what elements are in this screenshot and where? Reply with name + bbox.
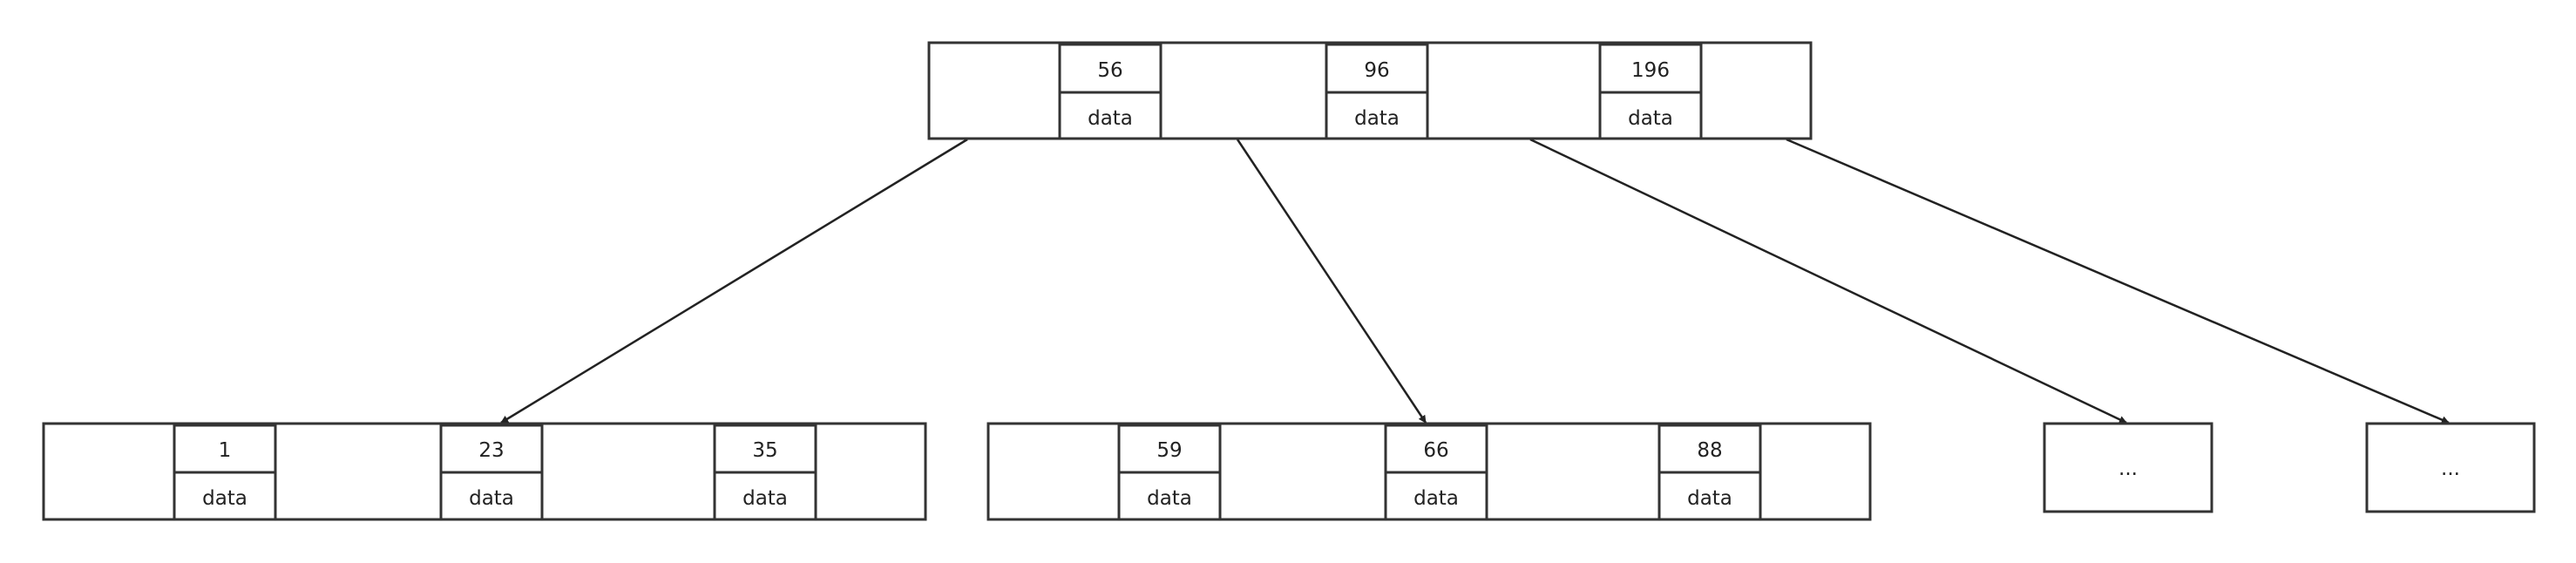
child-1-key-cell-1: 1 data xyxy=(173,424,277,521)
child-1-key-cell-2: 23 data xyxy=(439,424,544,521)
root-key-cell-1: 56 data xyxy=(1058,43,1163,140)
data-label: data xyxy=(742,487,788,510)
ellipsis-label: ... xyxy=(2118,458,2138,480)
data-label: data xyxy=(469,487,514,510)
edge-root-to-child-3 xyxy=(1529,138,2127,424)
data-label: data xyxy=(1088,107,1133,130)
data-label: data xyxy=(1413,487,1459,510)
key-value: 1 xyxy=(219,439,232,462)
key-value: 59 xyxy=(1156,439,1182,462)
edge-root-to-child-1 xyxy=(500,138,968,424)
root-node: 56 data 96 data 196 data xyxy=(927,41,1813,140)
key-value: 196 xyxy=(1631,59,1670,82)
data-label: data xyxy=(202,487,247,510)
child-node-4-frame xyxy=(2365,422,2536,513)
key-value: 56 xyxy=(1097,59,1122,82)
key-value: 23 xyxy=(478,439,504,462)
child-2-key-cell-1: 59 data xyxy=(1117,424,1222,521)
child-1-key-cell-3: 35 data xyxy=(713,424,817,521)
data-label: data xyxy=(1628,107,1673,130)
data-label: data xyxy=(1147,487,1192,510)
child-node-2: 59 data 66 data 88 data xyxy=(986,422,1872,521)
data-label: data xyxy=(1687,487,1732,510)
child-node-1: 1 data 23 data 35 data xyxy=(42,422,927,521)
key-value: 35 xyxy=(752,439,777,462)
child-node-3: ... xyxy=(2043,422,2213,513)
key-value: 88 xyxy=(1697,439,1722,462)
data-label: data xyxy=(1354,107,1400,130)
key-value: 66 xyxy=(1423,439,1448,462)
root-key-cell-3: 196 data xyxy=(1598,43,1703,140)
root-key-cell-2: 96 data xyxy=(1325,43,1429,140)
child-node-3-frame xyxy=(2043,422,2213,513)
child-node-4: ... xyxy=(2365,422,2536,513)
child-2-key-cell-2: 66 data xyxy=(1384,424,1488,521)
key-value: 96 xyxy=(1364,59,1389,82)
ellipsis-label: ... xyxy=(2441,458,2460,480)
edge-root-to-child-4 xyxy=(1786,138,2450,424)
child-2-key-cell-3: 88 data xyxy=(1657,424,1762,521)
edge-root-to-child-2 xyxy=(1236,139,1427,424)
edges xyxy=(500,138,2450,424)
